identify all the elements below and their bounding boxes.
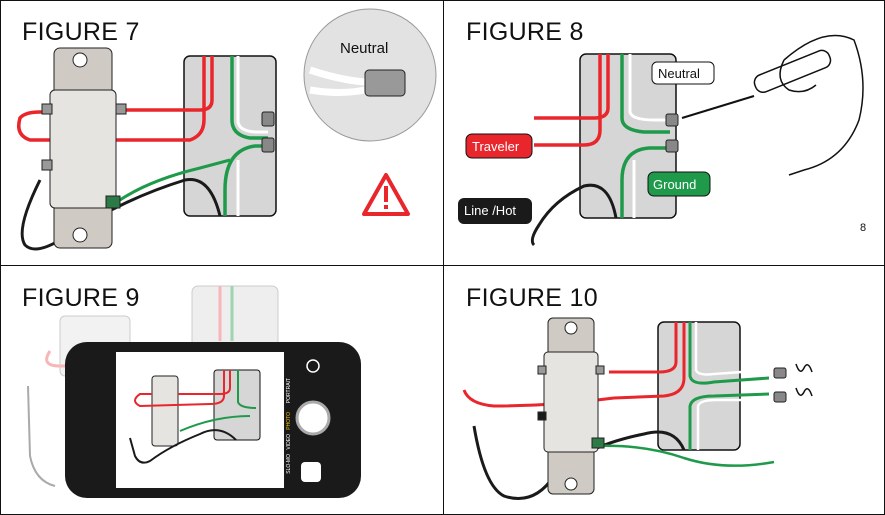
strap-hole-top (564, 321, 578, 335)
strap-hole-bottom (564, 477, 578, 491)
white-wire-1 (694, 322, 770, 376)
vertical-divider (443, 0, 444, 515)
green-wire-2 (223, 144, 268, 216)
neutral-callout-fig7: Neutral (340, 40, 389, 57)
mode-slo-mo[interactable]: SLO-MO (286, 454, 292, 474)
red-wire-1 (17, 56, 206, 142)
traveler-wire-1 (534, 54, 602, 147)
camera-mode-list: PORTRAIT PHOTO VIDEO SLO-MO (286, 378, 298, 478)
traveler-callout-label: Traveler (472, 139, 520, 154)
screwdriver-handle (753, 49, 832, 94)
thumbnail-preview (301, 462, 321, 482)
wire-nut-1 (261, 111, 275, 127)
white-wire-2 (696, 398, 769, 450)
ground-callout-box (647, 171, 711, 197)
line-hot-callout-box (458, 198, 532, 224)
line-hot-wire (530, 183, 618, 247)
green-wire-in-box (230, 56, 268, 140)
traveler-wire-2 (534, 54, 610, 120)
strap-hole-bottom (72, 227, 88, 243)
wire-nut-ground (665, 139, 679, 153)
ground-screw (105, 195, 121, 209)
warning-triangle-icon (362, 173, 410, 216)
screwdriver-shaft (681, 95, 755, 119)
loose-nut-1 (773, 367, 787, 379)
mode-portrait[interactable]: PORTRAIT (286, 378, 292, 404)
figure-9-diagram (27, 285, 361, 498)
ground-screw (591, 437, 605, 449)
loose-nut-2 (773, 391, 787, 403)
wire-nut-neutral (665, 113, 679, 127)
figure-7-diagram (17, 8, 437, 251)
switch-body (49, 89, 117, 209)
line-hot-callout-label: Line /Hot (464, 203, 517, 218)
horizontal-divider (0, 265, 885, 266)
camera-switch-icon (306, 359, 320, 373)
terminal-2 (115, 103, 127, 115)
ground-wire (119, 158, 231, 202)
electrical-box (183, 55, 277, 217)
hand-outline (783, 34, 864, 176)
neutral-callout-label: Neutral (658, 66, 700, 81)
figure-7-panel: FIGURE 7 (0, 0, 443, 265)
strap-hole-top (72, 52, 88, 68)
page-number: 8 (860, 222, 867, 234)
white-wire (236, 56, 268, 134)
green-wire-1 (688, 322, 770, 385)
mini-switch (151, 375, 179, 447)
figure-9-panel: FIGURE 9 PORTRAIT PHOTO (0, 266, 443, 515)
neutral-wire (628, 54, 670, 122)
ground-wire (593, 444, 775, 467)
switch-body (543, 351, 599, 453)
motion-squiggle-1 (795, 363, 813, 373)
figure-8-diagram (458, 34, 864, 247)
neutral-callout-box (651, 61, 715, 85)
ground-wire-1 (620, 54, 670, 134)
mode-video[interactable]: VIDEO (286, 434, 292, 450)
figure-10-diagram (462, 317, 813, 500)
red-wire-1 (609, 322, 678, 374)
ground-callout-label: Ground (653, 177, 697, 192)
figure-9-title: FIGURE 9 (22, 284, 140, 312)
green-wire-2 (688, 392, 770, 450)
traveler-callout-box (465, 133, 533, 159)
shutter-button (295, 400, 331, 436)
ground-wire-2 (620, 146, 670, 218)
terminal-3 (41, 159, 53, 171)
red-wire-2 (125, 56, 214, 112)
motion-squiggle-2 (795, 387, 813, 397)
figure-8-title: FIGURE 8 (466, 18, 584, 46)
magnified-wire-nut (364, 69, 406, 97)
figure-8-panel: FIGURE 8 Neutral Traveler Ground L (444, 0, 885, 265)
terminal-1 (41, 103, 53, 115)
figure-10-panel: FIGURE 10 (444, 266, 885, 515)
wire-nut-2 (261, 137, 275, 153)
figure-10-title: FIGURE 10 (466, 284, 598, 312)
mode-photo[interactable]: PHOTO (286, 412, 292, 430)
figure-7-title: FIGURE 7 (22, 18, 140, 46)
